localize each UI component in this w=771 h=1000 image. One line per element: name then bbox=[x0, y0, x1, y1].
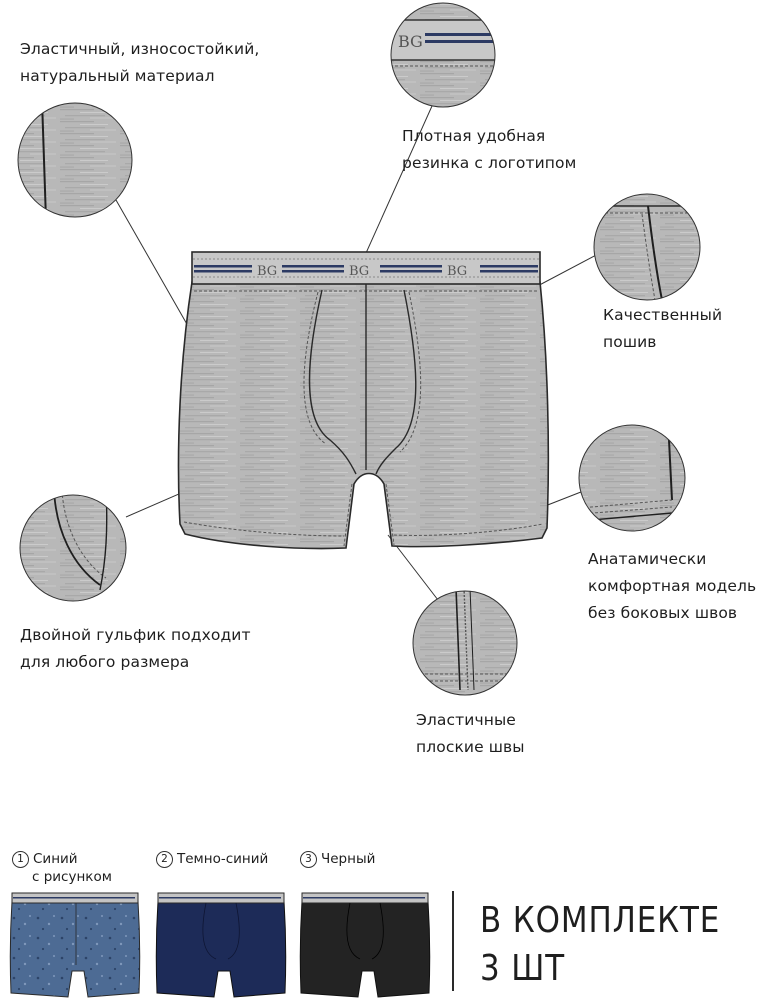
variant-thumbnail-blue-print bbox=[9, 892, 141, 998]
label-line: резинка с логотипом bbox=[402, 154, 577, 172]
variant-number: 3 bbox=[300, 851, 317, 868]
main-boxer: BG BG BG bbox=[177, 251, 550, 550]
detail-stitching bbox=[593, 193, 701, 301]
label-line: без боковых швов bbox=[588, 604, 738, 622]
logo-text: BG bbox=[257, 264, 277, 279]
variant-thumbnail-black bbox=[299, 892, 431, 998]
leader-stitching bbox=[529, 252, 601, 291]
feature-anatomic-label: Анатамически комфортная модель без боков… bbox=[588, 546, 756, 627]
detail-gusset bbox=[19, 494, 127, 602]
detail-anatomic bbox=[578, 424, 686, 532]
feature-stitching-label: Качественный пошив bbox=[603, 302, 722, 356]
logo-text: BG bbox=[349, 264, 369, 279]
set-divider bbox=[452, 891, 454, 991]
variant-thumbnail-navy bbox=[155, 892, 287, 998]
feature-waistband-label: Плотная удобная резинка с логотипом bbox=[402, 123, 576, 177]
variant-subname: с рисунком bbox=[32, 869, 112, 885]
label-line: Двойной гульфик подходит bbox=[20, 626, 251, 644]
variant-name: Синий bbox=[33, 851, 78, 867]
label-line: комфортная модель bbox=[588, 577, 757, 595]
set-line: 3 ШТ bbox=[480, 948, 566, 989]
detail-waistband: BG bbox=[390, 2, 496, 108]
feature-gusset-label: Двойной гульфик подходит для любого разм… bbox=[20, 622, 251, 676]
label-line: натуральный материал bbox=[20, 67, 215, 85]
leader-material bbox=[115, 199, 197, 341]
variant-name: Черный bbox=[321, 851, 376, 867]
label-line: Плотная удобная bbox=[402, 127, 546, 145]
variant-number: 2 bbox=[156, 851, 173, 868]
set-quantity-text: В КОМПЛЕКТЕ 3 ШТ bbox=[480, 897, 720, 993]
feature-material-label: Эластичный, износостойкий, натуральный м… bbox=[20, 36, 259, 90]
label-line: для любого размера bbox=[20, 653, 190, 671]
detail-seams bbox=[412, 590, 518, 696]
set-line: В КОМПЛЕКТЕ bbox=[480, 900, 721, 941]
variant-number: 1 bbox=[12, 851, 29, 868]
label-line: Эластичный, износостойкий, bbox=[20, 40, 260, 58]
variant-name: Темно-синий bbox=[177, 851, 269, 867]
label-line: пошив bbox=[603, 333, 657, 351]
label-line: Эластичные bbox=[416, 711, 516, 729]
leader-waistband bbox=[361, 105, 433, 263]
label-line: Качественный bbox=[603, 306, 723, 324]
detail-material bbox=[17, 102, 133, 218]
label-line: плоские швы bbox=[416, 738, 525, 756]
logo-text: BG bbox=[398, 32, 423, 51]
label-line: Анатамически bbox=[588, 550, 707, 568]
logo-text: BG bbox=[447, 264, 467, 279]
feature-seams-label: Эластичные плоские швы bbox=[416, 707, 525, 761]
